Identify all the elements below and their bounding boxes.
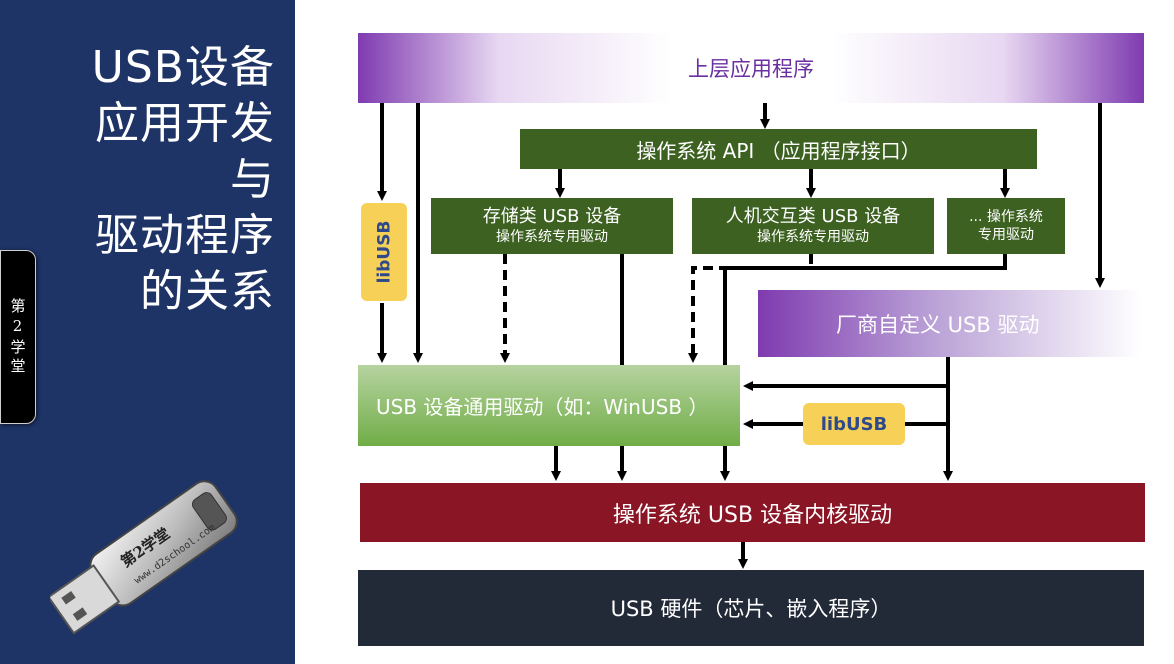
left-panel: USB设备 应用开发 与 驱动程序 的关系 第2学堂 第2学堂 www.d2sc… (0, 0, 295, 664)
other-driver-box: ... 操作系统 专用驱动 (947, 198, 1065, 254)
slide-title: USB设备 应用开发 与 驱动程序 的关系 (15, 40, 275, 320)
title-line-3: 与 (230, 154, 275, 205)
side-tab-label: 第2学堂 (8, 297, 27, 377)
upper-application-label: 上层应用程序 (688, 57, 814, 81)
libusb-badge-left: libUSB (361, 203, 407, 301)
storage-driver-title: 存储类 USB 设备 (482, 206, 622, 227)
title-line-5: 的关系 (140, 266, 275, 317)
hid-driver-subtitle: 操作系统专用驱动 (757, 229, 869, 245)
kernel-driver-label: 操作系统 USB 设备内核驱动 (612, 502, 893, 528)
os-api-label: 操作系统 API （应用程序接口） (636, 138, 921, 163)
generic-driver-label: USB 设备通用驱动（如：WinUSB ） (376, 395, 709, 419)
side-tab[interactable]: 第2学堂 (0, 250, 36, 424)
hardware-label: USB 硬件（芯片、嵌入程序） (610, 597, 892, 621)
hid-driver-box: 人机交互类 USB 设备 操作系统专用驱动 (692, 198, 934, 254)
vendor-driver-label: 厂商自定义 USB 驱动 (836, 312, 1040, 337)
libusb-right-label: libUSB (820, 413, 888, 435)
kernel-driver-box: 操作系统 USB 设备内核驱动 (360, 483, 1145, 542)
libusb-badge-right: libUSB (803, 403, 905, 445)
hardware-box: USB 硬件（芯片、嵌入程序） (358, 570, 1144, 646)
other-driver-title: ... 操作系统 (969, 209, 1043, 225)
other-driver-subtitle: 专用驱动 (978, 227, 1034, 243)
upper-application-box: 上层应用程序 (358, 33, 1144, 103)
generic-driver-box: USB 设备通用驱动（如：WinUSB ） (358, 365, 740, 446)
os-api-box: 操作系统 API （应用程序接口） (520, 129, 1037, 169)
libusb-left-label: libUSB (374, 220, 394, 284)
vendor-driver-box: 厂商自定义 USB 驱动 (758, 290, 1141, 357)
title-line-1: USB设备 (91, 42, 275, 93)
hid-driver-title: 人机交互类 USB 设备 (725, 206, 901, 227)
storage-driver-subtitle: 操作系统专用驱动 (496, 229, 608, 245)
storage-driver-box: 存储类 USB 设备 操作系统专用驱动 (431, 198, 673, 254)
title-line-2: 应用开发 (95, 98, 275, 149)
title-line-4: 驱动程序 (95, 210, 275, 261)
usb-drive-image: 第2学堂 www.d2school.com (50, 480, 238, 635)
